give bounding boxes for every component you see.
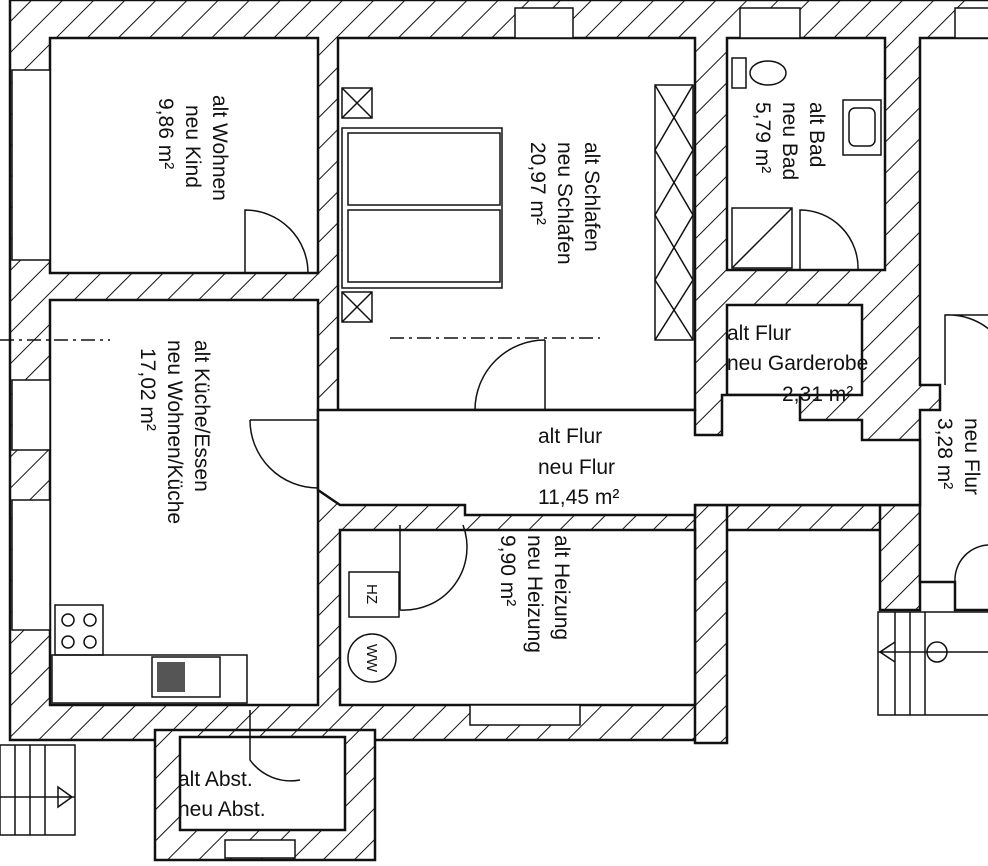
room-new-name: neu Garderobe (727, 352, 868, 375)
water-heater-label: WW (363, 644, 380, 673)
room-garderobe (725, 303, 864, 397)
heater-label: HZ (363, 584, 380, 604)
room-bad (725, 36, 887, 272)
room-old-name: alt Flur (727, 322, 791, 345)
room-flur-right (918, 36, 988, 612)
wall-segment (693, 503, 729, 745)
room-old-name: alt Bad (805, 102, 828, 167)
windows (11, 7, 988, 859)
label-abst: alt Abst. neu Abst. (178, 768, 266, 821)
room-old-name: alt Küche/Essen (190, 340, 213, 492)
kitchen-counter (51, 654, 248, 704)
wall-segment (878, 503, 922, 612)
label-flur: alt Flur neu Flur 11,45 m² (538, 425, 619, 509)
stairs-right (877, 611, 988, 716)
room-flur (316, 393, 922, 517)
room-area: 2,31 m² (782, 383, 853, 406)
label-flur-right: neu Flur 3,28 m² (933, 418, 983, 495)
bed-icon (341, 87, 503, 323)
room-old-name: alt Heizung (550, 535, 573, 640)
stairs-left (0, 744, 76, 836)
label-bad: alt Bad neu Bad 5,79 m² (751, 102, 828, 180)
room-area: 17,02 m² (136, 348, 159, 431)
label-garderobe: alt Flur neu Garderobe 2,31 m² (727, 322, 868, 406)
room-area: 20,97 m² (526, 142, 549, 225)
water-heater-circle (347, 633, 397, 683)
bathtub-icon (842, 99, 882, 156)
room-kind (48, 36, 320, 275)
room-new-name: neu Flur (538, 456, 615, 479)
doors (244, 209, 988, 782)
room-old-name: alt Abst. (178, 768, 253, 791)
room-abst (178, 735, 347, 832)
room-new-name: neu Bad (778, 102, 801, 180)
label-schlafen: alt Schlafen neu Schlafen 20,97 m² (526, 142, 603, 265)
room-area: 9,90 m² (496, 535, 519, 606)
room-new-name: neu Heizung (523, 535, 546, 653)
label-heizung: alt Heizung neu Heizung 9,90 m² (496, 535, 573, 653)
room-new-name: neu Flur (960, 418, 983, 495)
room-old-name: alt Flur (538, 425, 602, 448)
room-new-name: neu Schlafen (553, 142, 576, 265)
heater-box (348, 571, 400, 618)
toilet-icon (731, 57, 787, 89)
room-area: 11,45 m² (538, 486, 619, 509)
sink-icon (151, 656, 221, 698)
room-old-name: alt Wohnen (208, 95, 231, 201)
room-area: 9,86 m² (154, 98, 177, 169)
room-area: 3,28 m² (933, 418, 956, 489)
label-kueche: alt Küche/Essen neu Wohnen/Küche 17,02 m… (136, 340, 213, 524)
shower-icon (731, 207, 793, 269)
label-kind: alt Wohnen neu Kind 9,86 m² (154, 95, 231, 201)
room-old-name: alt Schlafen (580, 142, 603, 252)
room-schlafen (336, 36, 697, 412)
room-area: 5,79 m² (751, 102, 774, 173)
room-new-name: neu Abst. (178, 798, 266, 821)
room-new-name: neu Wohnen/Küche (163, 340, 186, 524)
room-new-name: neu Kind (181, 105, 204, 188)
wardrobe-icon (654, 84, 694, 341)
